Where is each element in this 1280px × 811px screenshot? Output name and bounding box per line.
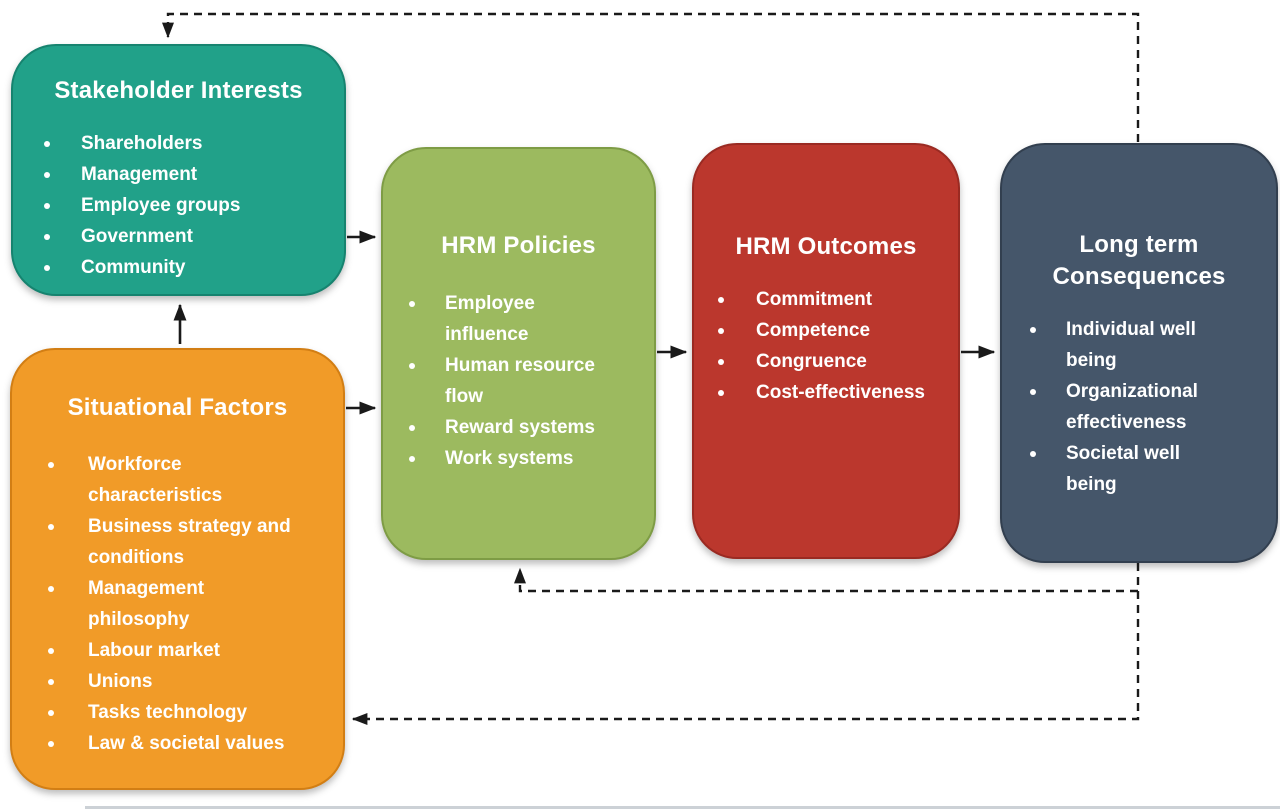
bullet-icon	[44, 172, 50, 178]
box-title: HRM Policies	[441, 232, 596, 259]
bullet-icon	[48, 524, 54, 530]
box-title: HRM Outcomes	[735, 233, 917, 260]
list-item: Employee influence	[409, 288, 613, 350]
list-item: Shareholders	[44, 128, 336, 159]
bullet-icon	[44, 234, 50, 240]
long-term-consequences-box: Long term Consequences Individual well b…	[1000, 143, 1278, 563]
bullet-icon	[718, 359, 724, 365]
bullet-icon	[1030, 451, 1036, 457]
list-item: Employee groups	[44, 190, 336, 221]
box-list: Workforce characteristics Business strat…	[12, 449, 343, 759]
hrm-policies-box: HRM Policies Employee influence Human re…	[381, 147, 656, 560]
bullet-icon	[1030, 327, 1036, 333]
bullet-icon	[48, 648, 54, 654]
bullet-icon	[44, 141, 50, 147]
list-item: Cost-effectiveness	[718, 377, 950, 408]
situational-factors-box: Situational Factors Workforce characteri…	[10, 348, 345, 790]
list-item: Community	[44, 252, 336, 283]
list-item: Commitment	[718, 284, 950, 315]
feedback-longterm-to-situational-dashed	[351, 563, 1140, 725]
bullet-icon	[48, 679, 54, 685]
bullet-icon	[718, 328, 724, 334]
list-item: Organizational effectiveness	[1030, 376, 1224, 438]
bullet-icon	[409, 425, 415, 431]
bullet-icon	[48, 586, 54, 592]
bullet-icon	[409, 456, 415, 462]
list-item: Societal well being	[1030, 438, 1224, 500]
bullet-icon	[48, 710, 54, 716]
list-item: Law & societal values	[48, 728, 300, 759]
box-list: Employee influence Human resource flow R…	[383, 288, 654, 474]
bullet-icon	[718, 390, 724, 396]
bullet-icon	[44, 265, 50, 271]
list-item: Workforce characteristics	[48, 449, 300, 511]
list-item: Business strategy and conditions	[48, 511, 300, 573]
bullet-icon	[409, 363, 415, 369]
feedback-longterm-to-policies-dashed	[514, 567, 1138, 593]
bottom-edge-line	[85, 806, 1280, 809]
list-item: Government	[44, 221, 336, 252]
stakeholder-interests-box: Stakeholder Interests Shareholders Manag…	[11, 44, 346, 296]
box-list: Individual well being Organizational eff…	[1002, 314, 1276, 500]
list-item: Congruence	[718, 346, 950, 377]
list-item: Management	[44, 159, 336, 190]
list-item: Labour market	[48, 635, 300, 666]
list-item: Individual well being	[1030, 314, 1224, 376]
list-item: Human resource flow	[409, 350, 613, 412]
list-item: Tasks technology	[48, 697, 300, 728]
bullet-icon	[1030, 389, 1036, 395]
list-item: Work systems	[409, 443, 613, 474]
bullet-icon	[44, 203, 50, 209]
list-item: Reward systems	[409, 412, 613, 443]
box-title: Stakeholder Interests	[54, 77, 303, 104]
box-title: Long term Consequences	[1052, 231, 1226, 290]
box-title: Situational Factors	[67, 394, 288, 421]
bullet-icon	[48, 462, 54, 468]
list-item: Competence	[718, 315, 950, 346]
list-item: Unions	[48, 666, 300, 697]
hrm-outcomes-box: HRM Outcomes Commitment Competence Congr…	[692, 143, 960, 559]
bullet-icon	[409, 301, 415, 307]
box-list: Shareholders Management Employee groups …	[13, 128, 344, 283]
bullet-icon	[48, 741, 54, 747]
list-item: Management philosophy	[48, 573, 300, 635]
box-list: Commitment Competence Congruence Cost-ef…	[694, 284, 958, 408]
bullet-icon	[718, 297, 724, 303]
